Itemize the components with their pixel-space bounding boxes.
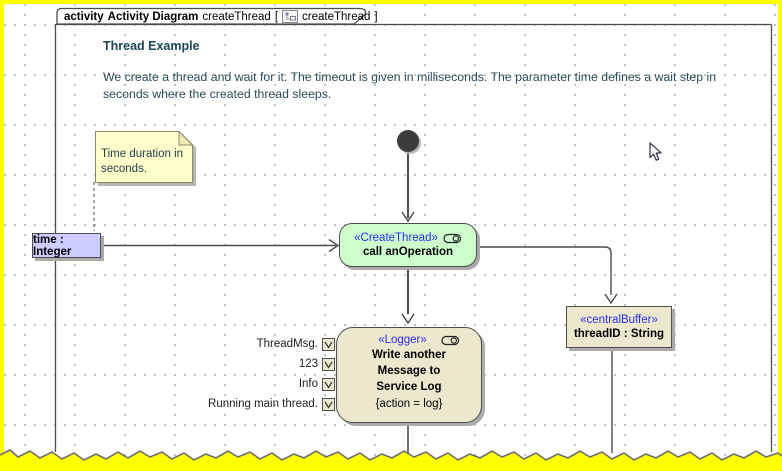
diagram-heading-text[interactable]: Thread Example xyxy=(103,39,200,53)
parameter-label: time : Integer xyxy=(33,233,72,258)
behavior-pill-icon xyxy=(441,335,459,346)
frame-kind-label: activity xyxy=(64,10,104,23)
create-thread-stereotype: «CreateThread» xyxy=(354,231,438,244)
frame-ref-label: createThread xyxy=(302,10,371,23)
value-pin[interactable] xyxy=(322,398,335,411)
pin-value-label[interactable]: 123 xyxy=(298,358,318,370)
frame-bracket-close: ] xyxy=(374,10,378,23)
logger-name-line-1: Write another xyxy=(372,349,446,361)
activity-diagram-icon xyxy=(282,10,299,23)
note-text: Time duration in seconds. xyxy=(101,148,184,175)
frame-name-label: createThread xyxy=(202,10,271,23)
note-shape[interactable] xyxy=(95,131,195,185)
pin-value-label[interactable]: ThreadMsg. xyxy=(256,338,318,350)
value-pin[interactable] xyxy=(322,358,335,371)
logger-tagged-value: {action = log} xyxy=(375,398,443,410)
action-create-thread[interactable]: «CreateThread» call anOperation xyxy=(339,223,477,267)
border-top xyxy=(0,0,782,4)
logger-name-line-3: Service Log xyxy=(376,381,442,393)
arrowhead-buffer-top xyxy=(604,293,618,305)
frame-tab[interactable]: activity Activity Diagram createThread [… xyxy=(64,9,378,24)
torn-bottom-edge xyxy=(0,449,782,471)
value-pin[interactable] xyxy=(322,338,335,351)
central-buffer-node[interactable]: «centralBuffer» threadID : String xyxy=(566,306,672,348)
logger-stereotype: «Logger» xyxy=(378,334,427,346)
note-fold-corner xyxy=(178,131,194,146)
arrowhead-createthread-top xyxy=(401,211,415,223)
arrowhead-createthread-left xyxy=(328,238,340,253)
pin-value-label[interactable]: Running main thread. xyxy=(208,398,318,410)
activity-parameter-node-time[interactable]: time : Integer xyxy=(32,233,101,258)
initial-node[interactable] xyxy=(397,130,419,152)
action-logger[interactable]: «Logger» Write another Message to Servic… xyxy=(336,327,482,423)
value-pin[interactable] xyxy=(322,378,335,391)
border-right xyxy=(778,0,782,471)
frame-type-label: Activity Diagram xyxy=(107,10,199,23)
central-buffer-stereotype: «centralBuffer» xyxy=(580,313,658,326)
description-line-1: We create a thread and wait for it. The … xyxy=(103,70,717,84)
border-left xyxy=(0,0,4,471)
central-buffer-label: threadID : String xyxy=(573,327,665,340)
diagram-description-text[interactable]: We create a thread and wait for it. The … xyxy=(103,69,716,103)
behavior-pill-icon xyxy=(443,233,461,243)
mouse-cursor-icon xyxy=(649,142,662,161)
arrowhead-logger-top xyxy=(401,313,415,325)
create-thread-name: call anOperation xyxy=(362,245,454,258)
edge-createthread-to-buffer[interactable] xyxy=(477,246,612,295)
frame-bracket-open: [ xyxy=(274,10,279,23)
logger-name-line-2: Message to xyxy=(377,365,441,377)
description-line-2: seconds where the created thread sleeps. xyxy=(103,87,332,101)
pin-value-label[interactable]: Info xyxy=(298,378,318,390)
